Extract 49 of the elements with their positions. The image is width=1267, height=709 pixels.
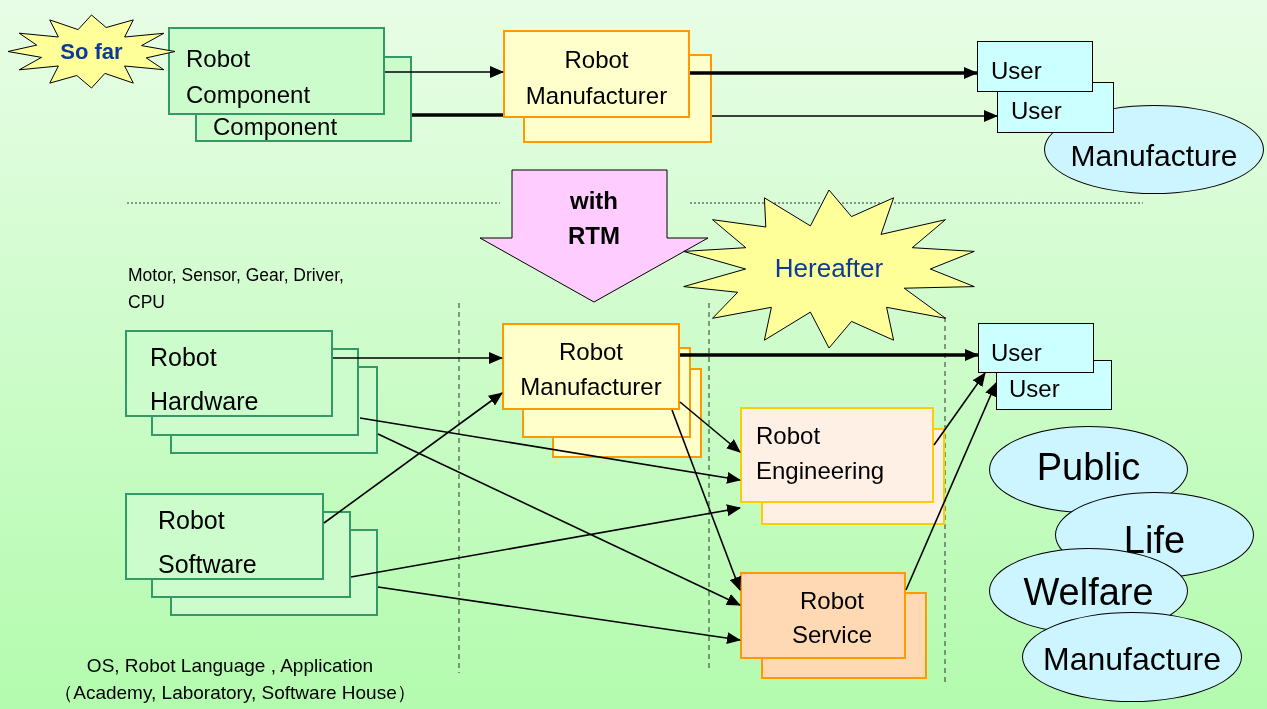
connector-line [412,113,503,117]
note-text: OS, Robot Language , Application [85,655,375,678]
stacked-box [125,330,378,454]
arrow [933,372,986,446]
arrow [323,392,503,524]
arrow [679,401,741,453]
box-label: Robot Component [186,44,312,110]
arrow [671,409,741,591]
stacked-box [168,27,412,142]
box-label: with RTM [567,186,621,251]
stacked-box [740,407,945,525]
box-label: Robot Hardware [150,342,260,417]
arrow [359,417,741,484]
box-label: Robot Software [158,505,258,580]
box-label: Robot Manufacturer [519,337,663,402]
starburst-shape [8,15,175,88]
stacked-box [977,41,1114,133]
box-label: Robot Service [791,586,873,650]
box-label: So far [59,38,124,65]
arrow [905,382,997,591]
box-label: Welfare [1022,570,1155,616]
arrow [680,349,979,361]
stacked-box [125,493,378,616]
stacked-box [503,30,712,143]
stacked-box [502,323,702,458]
box-label: User [1009,375,1061,404]
arrow [377,586,741,645]
arrow [350,504,741,578]
arrow [711,110,998,122]
arrow [332,352,503,364]
box-label: Manufacture [1069,137,1239,174]
box-label: Robot Manufacturer [524,45,669,111]
arrow [690,67,978,79]
note-text: Motor, Sensor, Gear, Driver, CPU [128,264,345,315]
box-label: User [991,57,1043,86]
arrow [377,433,741,606]
box-label: Life [1122,518,1187,564]
box-label: Hereafter [773,253,885,285]
stacked-box [978,323,1112,410]
stacked-box [740,572,927,679]
box-label: Robot Engineering [756,421,886,486]
box-label: Public [1035,444,1142,490]
box-label: User [1011,97,1063,126]
box-label: Component [213,113,339,142]
arrow [384,66,504,78]
note-text: （Academy, Laboratory, Software House） [53,682,417,705]
down-arrow-shape [480,170,708,302]
box-label: Manufacture [1042,639,1222,679]
box-label: User [991,339,1043,368]
